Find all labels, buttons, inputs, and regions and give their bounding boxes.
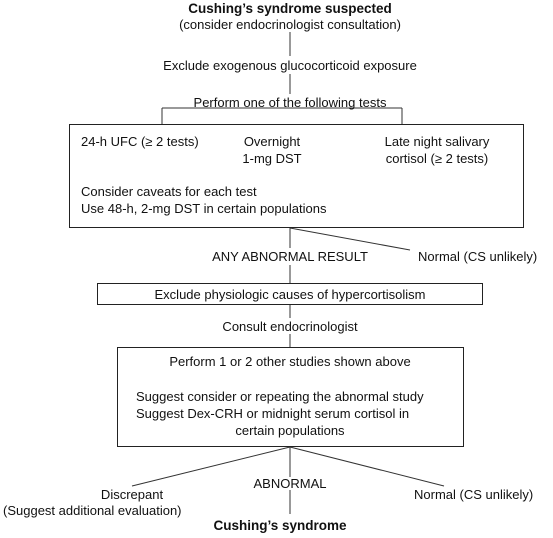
exclude-physiologic-text: Exclude physiologic causes of hypercorti… xyxy=(154,287,426,302)
step-exclude-exogenous: Exclude exogenous glucocorticoid exposur… xyxy=(163,58,417,73)
studies-line4: certain populations xyxy=(235,423,345,438)
label-discrepant: Discrepant xyxy=(100,487,164,502)
test-dst-line2: 1-mg DST xyxy=(242,151,302,166)
connector-line xyxy=(131,446,291,487)
step-perform-one: Perform one of the following tests xyxy=(193,95,387,110)
subtitle-consult: (consider endocrinologist consultation) xyxy=(179,17,401,32)
label-abnormal: ABNORMAL xyxy=(253,476,327,491)
test-dst-line1: Overnight xyxy=(243,134,301,149)
caveat-48h-dst: Use 48-h, 2-mg DST in certain population… xyxy=(81,201,327,216)
caveat-each-test: Consider caveats for each test xyxy=(81,184,257,199)
label-any-abnormal-result: ANY ABNORMAL RESULT xyxy=(212,249,368,264)
label-discrepant-note: (Suggest additional evaluation) xyxy=(3,503,182,518)
connector-line xyxy=(289,446,445,487)
studies-box: Perform 1 or 2 other studies shown above… xyxy=(117,347,464,447)
test-salivary-line2: cortisol (≥ 2 tests) xyxy=(385,151,489,166)
physiologic-box: Exclude physiologic causes of hypercorti… xyxy=(97,283,483,305)
test-ufc: 24-h UFC (≥ 2 tests) xyxy=(81,134,199,149)
label-normal-cs-unlikely: Normal (CS unlikely) xyxy=(418,249,538,264)
studies-line3: Suggest Dex-CRH or midnight serum cortis… xyxy=(136,406,410,421)
studies-line1: Perform 1 or 2 other studies shown above xyxy=(169,354,411,369)
result-cushings-syndrome: Cushing’s syndrome xyxy=(213,518,347,533)
studies-line2: Suggest consider or repeating the abnorm… xyxy=(136,389,424,404)
title-cushings-suspected: Cushing’s syndrome suspected xyxy=(188,1,392,16)
test-salivary-line1: Late night salivary xyxy=(384,134,490,149)
label-normal-cs-unlikely-2: Normal (CS unlikely) xyxy=(414,487,534,502)
connector-line xyxy=(289,227,411,251)
consult-endocrinologist: Consult endocrinologist xyxy=(222,319,358,334)
tests-box: 24-h UFC (≥ 2 tests) Overnight 1-mg DST … xyxy=(69,124,524,228)
